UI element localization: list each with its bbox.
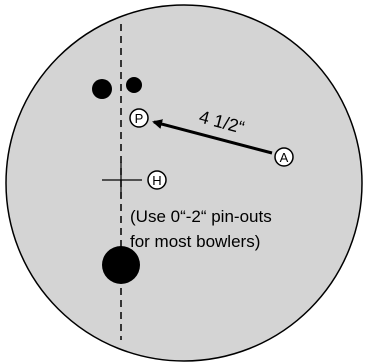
hole-marker: H <box>147 170 167 190</box>
ball-outline <box>5 4 363 362</box>
pin-marker-label: P <box>135 111 144 126</box>
note-line-1: (Use 0“-2“ pin-outs <box>130 207 272 226</box>
axis-marker-label: A <box>280 150 289 165</box>
distance-arrow <box>152 119 273 155</box>
hole-marker-label: H <box>152 173 161 188</box>
note-line-2: for most bowlers) <box>130 232 260 251</box>
finger-hole-left <box>92 79 112 99</box>
pin-marker: P <box>129 108 149 128</box>
thumb-hole <box>102 246 140 284</box>
finger-hole-right <box>126 77 142 93</box>
axis-marker: A <box>274 147 294 167</box>
